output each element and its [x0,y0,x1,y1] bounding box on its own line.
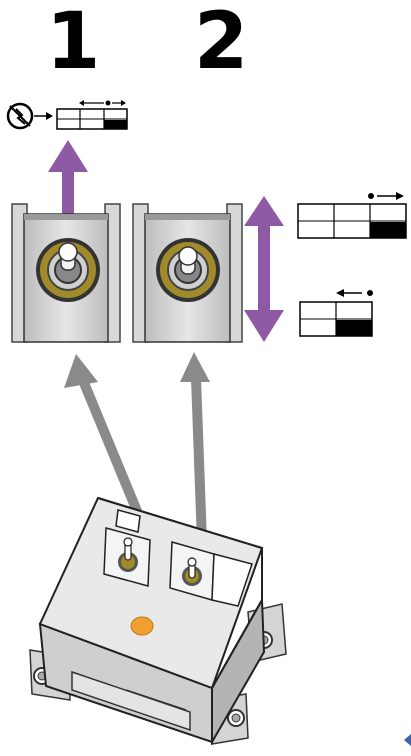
toggle-switch-2 [132,203,243,343]
control-box [29,496,287,746]
mode-bar-top-icon [297,192,407,239]
switch-number-1: 1 [46,0,101,87]
pointer-arrow-1 [64,354,149,530]
switch-number-2: 2 [194,0,249,87]
mode-bar-bottom-icon [299,289,373,337]
no-power-icon [6,102,34,130]
pointer-arrow-2 [180,352,210,543]
arrow-right-icon [34,112,53,120]
toggle-switch-1 [11,203,121,343]
double-arrow-icon [244,196,284,342]
page-corner-marker [404,734,411,746]
mode-bar-icon [56,100,128,130]
led-indicator-icon [130,616,154,636]
